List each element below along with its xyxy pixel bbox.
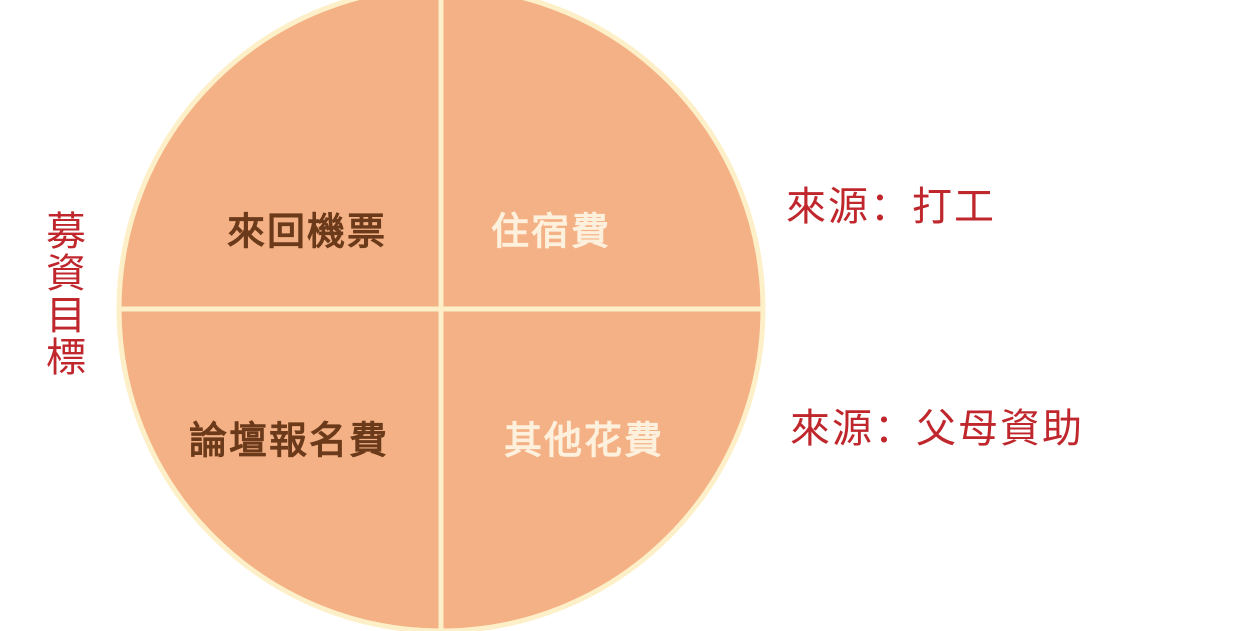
quadrant-label-lodging: 住宿費 [491,210,611,254]
quadrant-label-airfare: 來回機票 [227,210,387,254]
source-part-time-job: 來源：打工 [786,184,996,230]
quadrant-label-other-costs: 其他花費 [504,419,664,463]
source-parental-support: 來源：父母資助 [790,406,1084,452]
fundraising-goal-label: 募資目標 [39,210,85,378]
quadrant-label-forum-fee: 論壇報名費 [189,419,389,463]
